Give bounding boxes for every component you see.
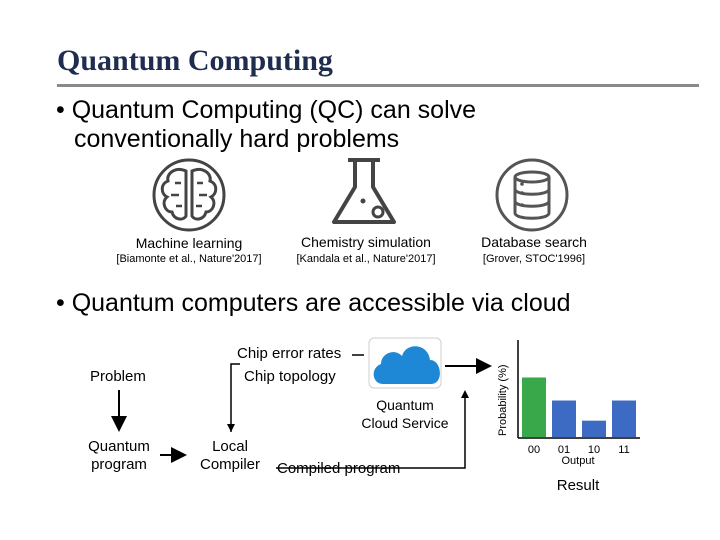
- chip-error-rates-label: Chip error rates: [237, 345, 342, 362]
- bar-11: [612, 400, 636, 437]
- chart-y-label-holder: Probability (%): [497, 364, 511, 536]
- app-label-database: Database search: [481, 234, 587, 250]
- bar-00: [522, 377, 546, 437]
- bar-01: [552, 400, 576, 437]
- bullet-cloud-access: • Quantum computers are accessible via c…: [56, 289, 571, 317]
- app-ref-machine-learning: [Biamonte et al., Nature'2017]: [116, 253, 262, 265]
- chart-x-label: Output: [561, 455, 595, 467]
- app-ref-database: [Grover, STOC'1996]: [482, 253, 586, 265]
- bar-10: [582, 420, 606, 437]
- problem-label: Problem: [90, 368, 146, 385]
- result-bar-chart: [517, 340, 640, 439]
- title-divider: [57, 84, 699, 87]
- tick-label-01: 01: [557, 444, 571, 456]
- local-compiler-box: Local Compiler: [192, 438, 268, 474]
- cloud-service-line1: Quantum: [376, 397, 434, 413]
- brain-icon: [152, 158, 226, 232]
- quantum-program-line1: Quantum: [88, 438, 150, 455]
- chip-topology-label: Chip topology: [244, 368, 336, 385]
- tick-label-11: 11: [618, 444, 630, 456]
- quantum-program-box: Quantum program: [80, 438, 158, 474]
- cloud-service-line2: Cloud Service: [361, 415, 449, 431]
- slide-title: Quantum Computing: [57, 44, 333, 77]
- cloud-service-label: Quantum Cloud Service: [350, 396, 460, 432]
- chart-caption: Result: [556, 477, 600, 494]
- chart-y-label: Probability (%): [497, 364, 509, 436]
- app-label-machine-learning: Machine learning: [135, 235, 243, 251]
- local-compiler-line1: Local: [212, 438, 248, 455]
- bullet-qc-solve-cont: conventionally hard problems: [74, 125, 400, 153]
- database-icon: [495, 158, 569, 232]
- arrow-compiled-to-cloud: [276, 392, 466, 469]
- arrow-chip-info-to-compiler: [230, 363, 240, 432]
- tick-label-00: 00: [527, 444, 541, 456]
- tick-label-10: 10: [587, 444, 601, 456]
- app-ref-chemistry: [Kandala et al., Nature'2017]: [296, 253, 436, 265]
- compiled-program-label: Compiled program: [277, 460, 401, 477]
- app-label-chemistry: Chemistry simulation: [301, 234, 431, 250]
- local-compiler-line2: Compiler: [199, 456, 260, 473]
- flask-icon: [332, 158, 396, 224]
- chart-x-ticks: 00 01 10 11: [518, 444, 640, 458]
- cloud-icon: [368, 337, 442, 389]
- bullet-qc-solve: • Quantum Computing (QC) can solve: [56, 96, 477, 124]
- quantum-program-line2: program: [91, 456, 147, 473]
